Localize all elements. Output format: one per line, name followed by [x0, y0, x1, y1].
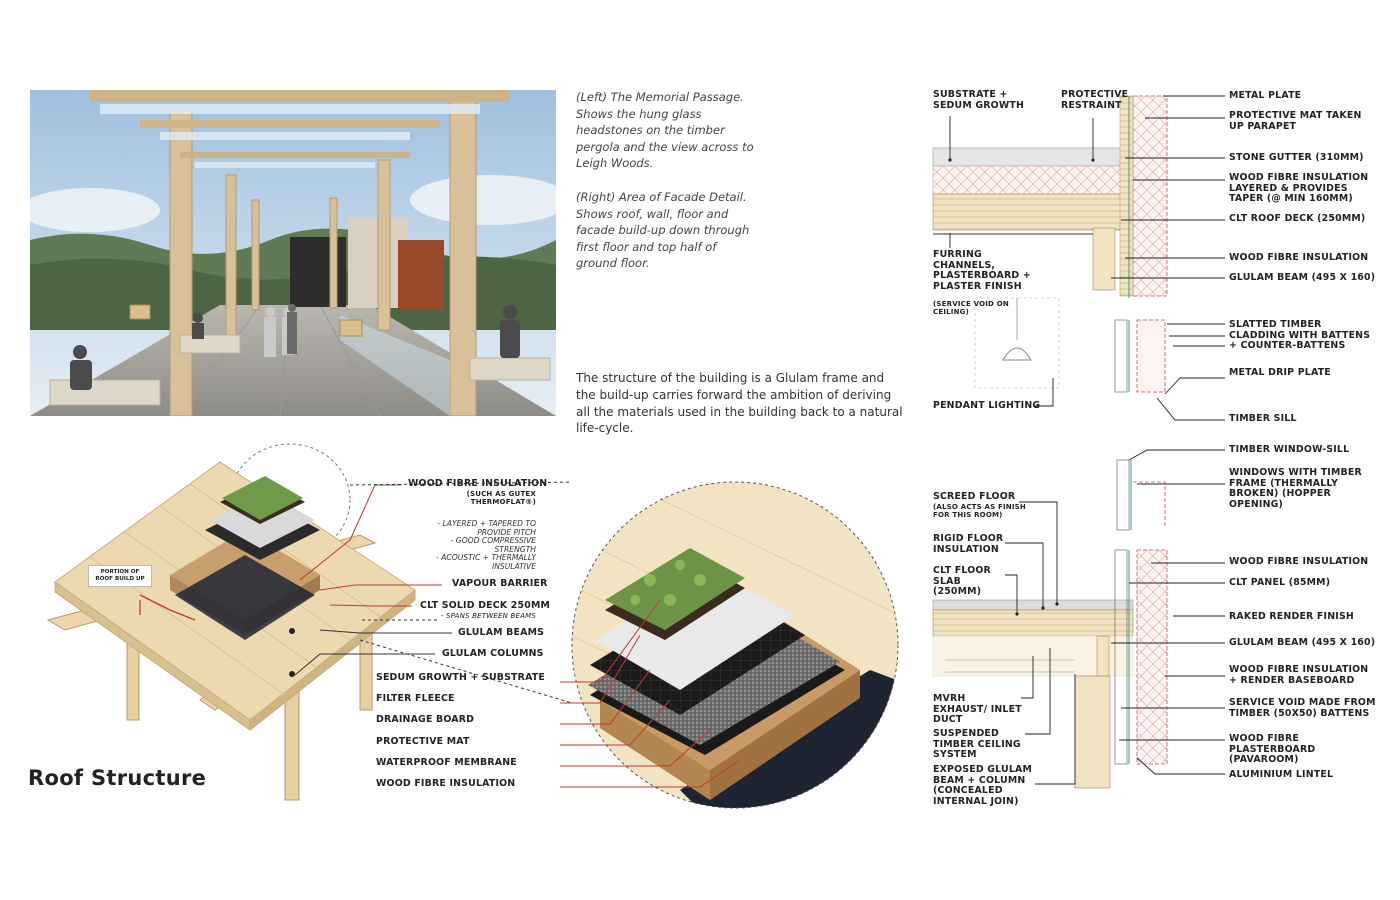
roof-layers-zoom — [560, 481, 899, 809]
label-wood-fibre-insulation: WOOD FIBRE INSULATION (SUCH AS GUTEX THE… — [408, 478, 548, 506]
label-service-void: (SERVICE VOID ON CEILING) — [933, 300, 1009, 316]
caption-right: (Right) Area of Facade Detail. Shows roo… — [576, 190, 750, 271]
label-glulam-columns: GLULAM COLUMNS — [442, 648, 544, 659]
label-window-sill: TIMBER WINDOW-SILL — [1229, 444, 1350, 455]
layer-label-1: SEDUM GROWTH + SUBSTRATE — [376, 672, 545, 683]
label-substrate: SUBSTRATE + SEDUM GROWTH — [933, 89, 1025, 111]
caption-left: (Left) The Memorial Passage. Shows the h… — [576, 90, 754, 171]
label-insulation-taper: WOOD FIBRE INSULATION LAYERED & PROVIDES… — [1229, 172, 1369, 205]
label-clt-panel: CLT PANEL (85MM) — [1229, 577, 1331, 588]
label-windows: WINDOWS WITH TIMBER FRAME (THERMALLY BRO… — [1229, 467, 1362, 510]
label-vapour-barrier: VAPOUR BARRIER — [452, 578, 548, 589]
label-clt-roof-deck: CLT ROOF DECK (250mm) — [1229, 213, 1366, 224]
label-render-baseboard: WOOD FIBRE INSULATION + RENDER BASEBOARD — [1229, 664, 1369, 686]
label-suspended-ceiling: SUSPENDED TIMBER CEILING SYSTEM — [933, 728, 1021, 761]
memorial-passage-render — [30, 90, 556, 416]
label-service-void-battens: SERVICE VOID MADE FROM TIMBER (50X50) BA… — [1229, 697, 1376, 719]
layer-label-5: WATERPROOF MEMBRANE — [376, 756, 517, 768]
layer-list: SEDUM GROWTH + SUBSTRATE FILTER FLEECE D… — [376, 672, 545, 800]
label-plasterboard: WOOD FIBRE PLASTERBOARD (PAVAROOM) — [1229, 733, 1316, 766]
label-metal-drip: METAL DRIP PLATE — [1229, 367, 1331, 378]
label-glulam-lower: GLULAM BEAM (495 X 160) — [1229, 637, 1376, 648]
label-stone-gutter: STONE GUTTER (310mm) — [1229, 152, 1364, 163]
label-clt-deck: CLT SOLID DECK 250mm - SPANS BETWEEN BEA… — [420, 600, 551, 620]
label-timber-sill: TIMBER SILL — [1229, 413, 1297, 424]
layer-label-2: FILTER FLEECE — [376, 693, 455, 705]
label-glulam-beams: GLULAM BEAMS — [458, 627, 545, 638]
label-aluminium-lintel: ALUMINIUM LINTEL — [1229, 769, 1334, 780]
label-rigid-insulation: RIGID FLOOR INSULATION — [933, 533, 1004, 555]
layer-label-3: DRAINAGE BOARD — [376, 714, 475, 726]
label-wood-fibre-upper: WOOD FIBRE INSULATION — [1229, 252, 1369, 263]
label-mvrh: MVRH EXHAUST/ INLET DUCT — [933, 693, 1022, 726]
label-protective-restraint: PROTECTIVE RESTRAINT — [1061, 89, 1129, 111]
label-screed: SCREED FLOOR (ALSO ACTS AS FINISH FOR TH… — [933, 491, 1026, 519]
note-3: - ACOUSTIC + THERMALLY INSULATIVE — [436, 553, 536, 571]
label-exposed-glulam: EXPOSED GLULAM BEAM + COLUMN (CONCEALED … — [933, 764, 1032, 807]
layer-label-4: PROTECTIVE MAT — [376, 735, 470, 747]
structure-paragraph: The structure of the building is a Glula… — [576, 371, 903, 436]
label-pendant: PENDANT LIGHTING — [933, 400, 1041, 411]
label-protective-mat: PROTECTIVE MAT TAKEN UP PARAPET — [1229, 110, 1362, 132]
layer-label-6: WOOD FIBRE INSULATION — [376, 777, 516, 789]
label-metal-plate: METAL PLATE — [1229, 90, 1302, 101]
label-wood-fibre-lower: WOOD FIBRE INSULATION — [1229, 556, 1369, 567]
roof-axonometric — [46, 443, 570, 801]
section-title: Roof Structure — [28, 766, 207, 790]
label-slatted-cladding: SLATTED TIMBER CLADDING WITH BATTENS + C… — [1229, 319, 1371, 352]
insulation-notes: - LAYERED + TAPERED TO PROVIDE PITCH - G… — [420, 519, 536, 572]
label-glulam-upper: GLULAM BEAM (495 X 160) — [1229, 272, 1376, 283]
facade-section-detail — [932, 95, 1225, 789]
roof-build-up-tag: PORTION OF ROOF BUILD UP — [88, 565, 152, 587]
label-raked-render: RAKED RENDER FINISH — [1229, 611, 1354, 622]
label-furring: FURRING CHANNELS, PLASTERBOARD + PLASTER… — [933, 249, 1031, 292]
note-2: - GOOD COMPRESSIVE STRENGTH — [450, 536, 536, 554]
note-1: - LAYERED + TAPERED TO PROVIDE PITCH — [437, 519, 536, 537]
label-clt-floor: CLT FLOOR SLAB (250mm) — [933, 565, 991, 598]
